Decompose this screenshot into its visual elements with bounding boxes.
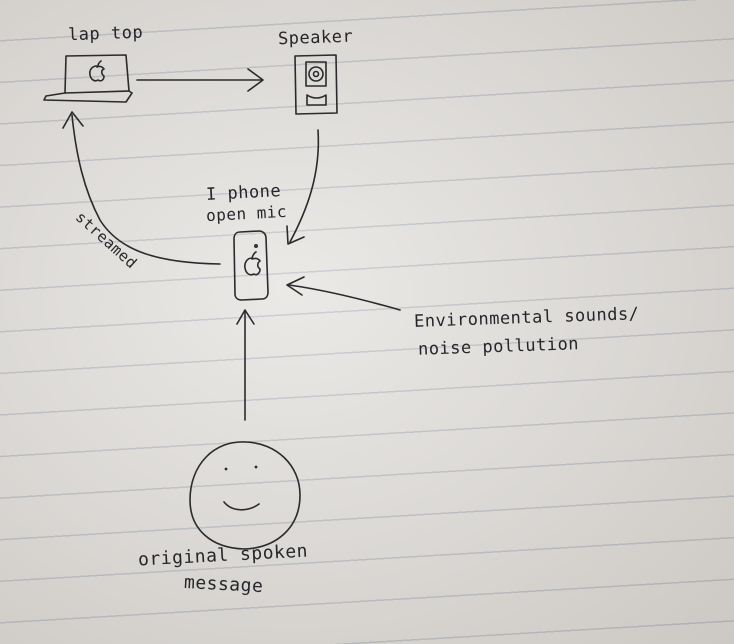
person-face-icon (189, 441, 301, 550)
speaker-icon (294, 54, 338, 115)
smile (223, 501, 260, 511)
apple-logo-icon (89, 60, 105, 82)
message-label-line2: message (183, 571, 264, 598)
iphone-apple-logo-icon (244, 251, 261, 276)
iphone-icon (233, 230, 269, 301)
arrow-laptop-to-speaker (136, 68, 264, 92)
laptop-label: lap top (67, 22, 144, 46)
arrow-iphone-to-laptop (62, 111, 221, 265)
laptop-icon (43, 54, 133, 103)
right-eye (254, 465, 258, 469)
left-eye (224, 467, 228, 471)
speaker-label: Speaker (277, 26, 354, 50)
arrow-person-to-iphone (236, 309, 255, 421)
iphone-label-line1: I phone (205, 181, 282, 205)
arrow-environment-to-iphone (286, 276, 401, 311)
arrow-speaker-to-iphone (286, 129, 320, 245)
